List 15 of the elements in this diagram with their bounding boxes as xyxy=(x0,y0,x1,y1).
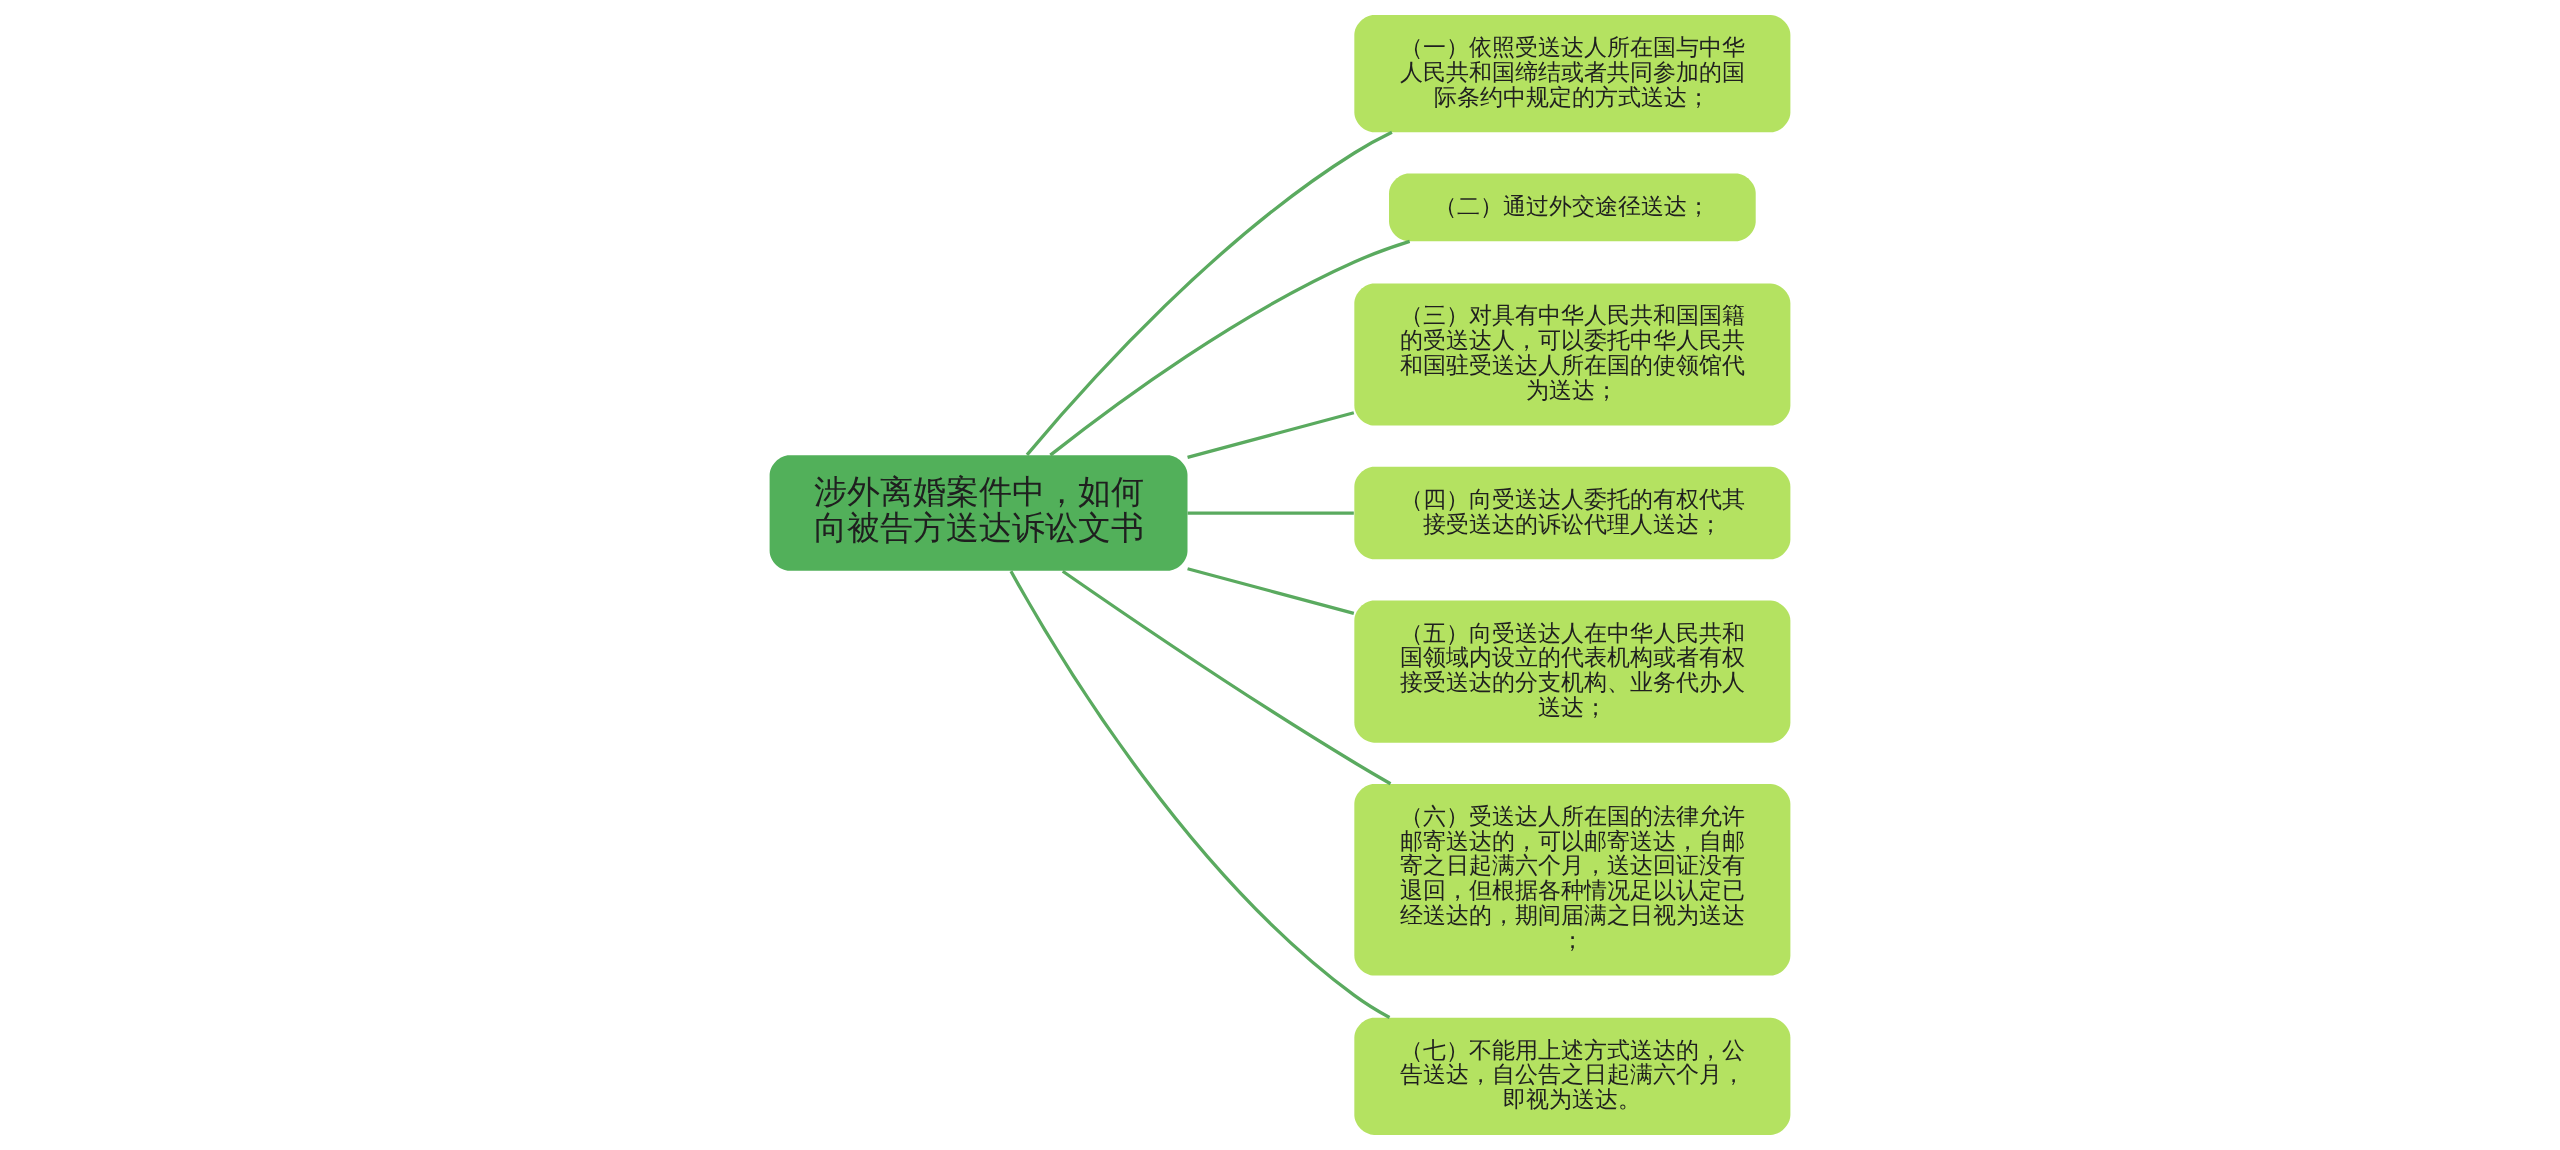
node-box: （五）向受送达人在中华人民共和国领域内设立的代表机构或者有权接受送达的分支机构、业务代办人送达； xyxy=(1354,600,1791,743)
node-box: （一）依照受送达人所在国与中华人民共和国缔结或者共同参加的国际条约中规定的方式送达； xyxy=(1354,15,1791,133)
connector xyxy=(1187,567,1355,615)
node-box: （三）对具有中华人民共和国国籍的受送达人，可以委托中华人民共和国驻受送达人所在国的使领馆代为送达； xyxy=(1354,283,1791,426)
node-box: （四）向受送达人委托的有权代其接受送达的诉讼代理人送达； xyxy=(1354,466,1791,560)
node-box: （六）受送达人所在国的法律允许邮寄送达的，可以邮寄送达，自邮寄之日起满六个月，送达回证没有退回，但根据各种情况足以认定已经送达的，期间届满之日视为送达； xyxy=(1354,783,1791,976)
connector xyxy=(1187,411,1355,459)
connector xyxy=(1061,569,1392,786)
node-box: （二）通过外交途径送达； xyxy=(1389,173,1756,242)
node-box: 涉外离婚案件中，如何向被告方送达诉讼文书 xyxy=(769,455,1188,571)
connector xyxy=(1009,570,1391,1019)
connector xyxy=(1025,130,1393,456)
connector xyxy=(1049,239,1411,457)
node-box: （七）不能用上述方式送达的，公告送达，自公告之日起满六个月，即视为送达。 xyxy=(1354,1017,1791,1135)
connector xyxy=(1187,511,1354,515)
